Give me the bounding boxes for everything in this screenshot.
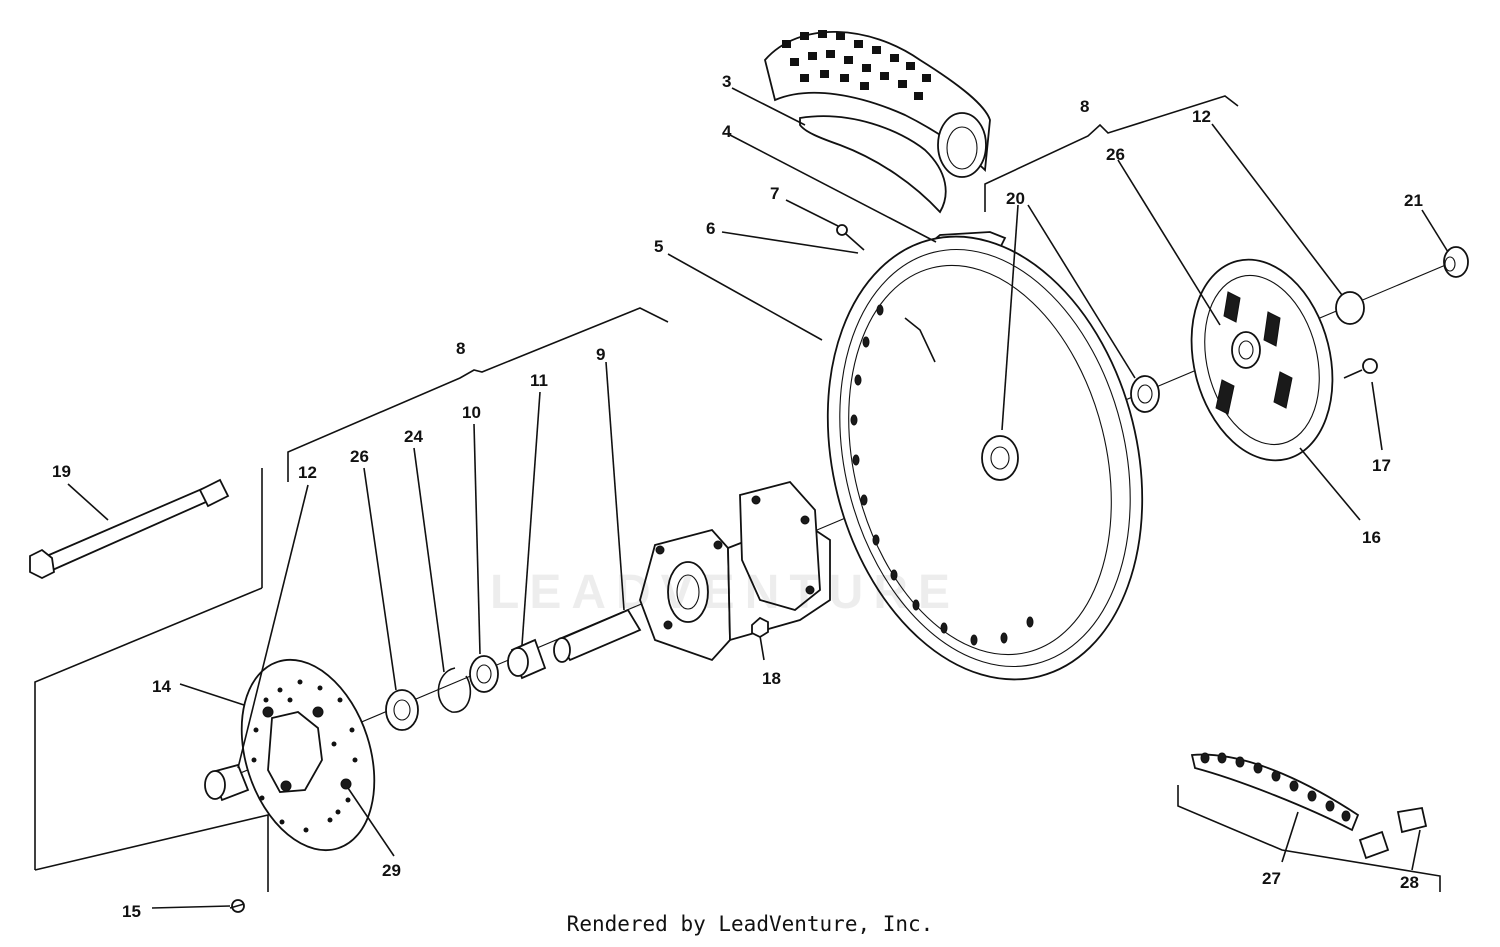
callout-19: 19 xyxy=(52,462,71,481)
callout-5: 5 xyxy=(654,237,663,256)
wheel-hub xyxy=(639,480,831,662)
callout-4: 4 xyxy=(722,122,732,141)
callout-8-right: 8 xyxy=(1080,97,1089,116)
axle xyxy=(29,478,230,580)
bracket-line-bottom xyxy=(34,813,269,892)
sprocket-bolt xyxy=(1343,358,1378,379)
callout-26-right: 26 xyxy=(1106,145,1125,164)
callout-18: 18 xyxy=(762,669,781,688)
callout-11: 11 xyxy=(530,371,548,390)
callout-24: 24 xyxy=(404,427,423,446)
callout-9: 9 xyxy=(596,345,605,364)
valve-stem xyxy=(904,317,936,363)
chain-master-link xyxy=(1358,806,1428,860)
tire xyxy=(764,30,991,178)
callout-16: 16 xyxy=(1362,528,1381,547)
callout-12-left: 12 xyxy=(298,463,317,482)
callout-12-right: 12 xyxy=(1192,107,1211,126)
callout-6: 6 xyxy=(706,219,715,238)
leader-lines xyxy=(67,87,1449,909)
hub-bearing xyxy=(469,655,499,693)
bracket-line-left-group xyxy=(34,587,263,870)
bracket-chain-group xyxy=(1177,785,1441,892)
callout-8-left: 8 xyxy=(456,339,465,358)
callout-29: 29 xyxy=(382,861,401,880)
brake-disc xyxy=(240,658,376,852)
oil-seal-left xyxy=(385,689,419,731)
callout-21: 21 xyxy=(1404,191,1423,210)
bracket-group-8-right xyxy=(984,95,1239,212)
bracket-group-8-left xyxy=(287,307,669,482)
hub-cushion xyxy=(507,638,547,680)
disc-bolt xyxy=(229,899,245,913)
callout-10: 10 xyxy=(462,403,481,422)
spoke-bolt xyxy=(836,224,865,251)
spacer-tube xyxy=(553,608,642,663)
callout-15: 15 xyxy=(122,902,141,921)
rear-sprocket xyxy=(1190,258,1334,462)
callout-28: 28 xyxy=(1400,873,1419,892)
callout-26-left: 26 xyxy=(350,447,369,466)
collar-left xyxy=(204,763,250,802)
callout-20: 20 xyxy=(1006,189,1025,208)
footer-credit: Rendered by LeadVenture, Inc. xyxy=(566,912,934,936)
hub-nut xyxy=(751,616,769,639)
circlip xyxy=(437,667,472,713)
inner-tube xyxy=(799,115,947,214)
callout-27: 27 xyxy=(1262,869,1281,888)
callout-17: 17 xyxy=(1372,456,1391,475)
callout-3: 3 xyxy=(722,72,731,91)
wheel-bearing-left xyxy=(981,435,1019,481)
drive-chain xyxy=(1190,752,1360,832)
wheel-bearing-right xyxy=(1130,375,1160,413)
collar-right xyxy=(1335,291,1365,325)
callout-14: 14 xyxy=(152,677,171,696)
axle-nut xyxy=(1443,246,1469,278)
watermark-text: LEADVENTURE xyxy=(490,566,961,619)
callout-7: 7 xyxy=(770,184,779,203)
